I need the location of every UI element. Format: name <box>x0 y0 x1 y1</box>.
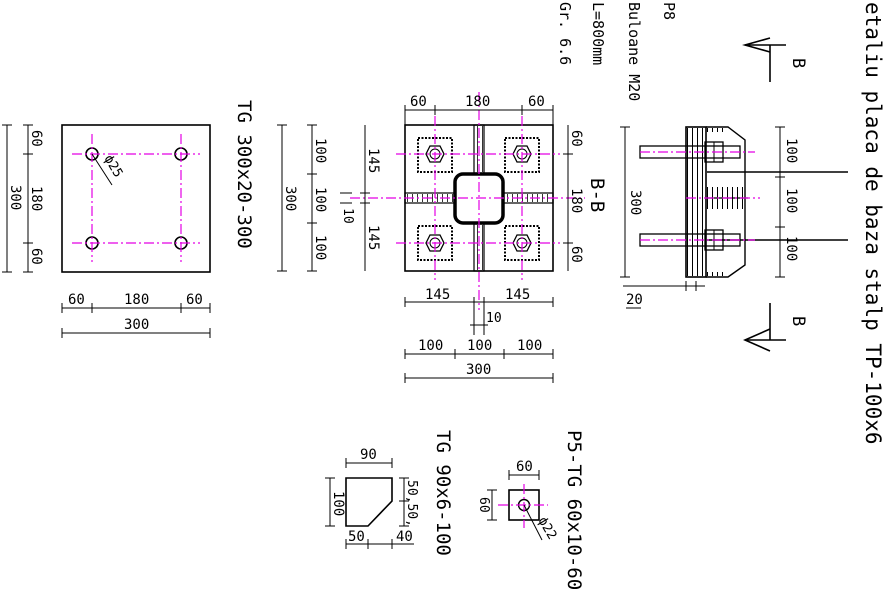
rib-label: TG 90x6-100 <box>432 430 454 556</box>
rib-detail <box>345 477 393 527</box>
svg-text:60: 60 <box>568 130 584 147</box>
svg-text:145: 145 <box>425 287 450 303</box>
svg-text:Gr. 6.6: Gr. 6.6 <box>556 2 574 65</box>
plan-dimensions: 60 180 60 60 180 60 100 100 100 300 145 … <box>277 94 584 383</box>
svg-text:300: 300 <box>627 190 643 215</box>
svg-text:145: 145 <box>505 287 530 303</box>
svg-text:100: 100 <box>418 338 443 354</box>
svg-text:etaliu placa de baza stalp TP-: etaliu placa de baza stalp TP-100x6 <box>861 2 885 445</box>
rib-dimensions: 90 100 50,50, 50 40 <box>325 447 419 549</box>
svg-text:60: 60 <box>28 248 44 265</box>
svg-text:60: 60 <box>528 94 545 110</box>
svg-text:60: 60 <box>410 94 427 110</box>
svg-text:100: 100 <box>783 188 799 213</box>
svg-text:60: 60 <box>516 459 533 475</box>
svg-text:B: B <box>788 58 808 68</box>
svg-text:100: 100 <box>517 338 542 354</box>
base-plate-plan <box>350 92 585 310</box>
svg-text:TG 90x6-100: TG 90x6-100 <box>432 430 454 556</box>
svg-text:300: 300 <box>282 186 298 211</box>
svg-text:180: 180 <box>28 186 44 211</box>
svg-text:180: 180 <box>568 188 584 213</box>
svg-text:100: 100 <box>312 187 328 212</box>
svg-text:B-B: B-B <box>586 178 608 212</box>
svg-text:145: 145 <box>365 225 381 250</box>
column-base-section <box>639 126 848 278</box>
svg-text:P8: P8 <box>660 2 678 20</box>
washer-dimensions: 60 60 <box>476 459 540 521</box>
svg-text:100: 100 <box>783 138 799 163</box>
section-title: B-B <box>586 178 608 212</box>
svg-text:ϕ25: ϕ25 <box>101 153 126 181</box>
svg-text:40: 40 <box>396 529 413 545</box>
svg-text:180: 180 <box>124 292 149 308</box>
svg-text:60: 60 <box>68 292 85 308</box>
section-marker-top: B <box>742 37 808 82</box>
section-dimensions: 100 100 100 300 20 <box>620 126 799 309</box>
svg-text:50: 50 <box>348 529 365 545</box>
svg-text:100: 100 <box>467 338 492 354</box>
svg-text:300: 300 <box>124 317 149 333</box>
svg-text:145: 145 <box>365 148 381 173</box>
drawing-title: etaliu placa de baza stalp TP-100x6 <box>861 2 885 445</box>
svg-text:90: 90 <box>360 447 377 463</box>
svg-text:100: 100 <box>312 235 328 260</box>
svg-text:60: 60 <box>568 246 584 263</box>
plate-dimensions: 60 180 60 300 60 180 60 300 <box>2 124 211 338</box>
svg-text:60: 60 <box>476 497 491 513</box>
svg-text:P5-TG 60x10-60: P5-TG 60x10-60 <box>563 430 585 590</box>
svg-text:B: B <box>788 316 808 326</box>
svg-text:10: 10 <box>486 311 502 326</box>
plate-label: TG 300x20-300 <box>233 100 255 249</box>
svg-text:100: 100 <box>312 138 328 163</box>
svg-text:TG 300x20-300: TG 300x20-300 <box>233 100 255 249</box>
washer-detail: ϕ22 <box>498 484 559 542</box>
svg-text:20: 20 <box>626 292 643 308</box>
svg-text:100: 100 <box>330 491 346 516</box>
plate-detail: ϕ25 <box>61 124 211 273</box>
svg-text:100: 100 <box>783 236 799 261</box>
bolt-notes: P8 Buloane M20 L=800mm Gr. 6.6 <box>556 2 678 101</box>
svg-text:L=800mm: L=800mm <box>589 2 607 65</box>
svg-text:Buloane M20: Buloane M20 <box>625 2 643 101</box>
svg-text:300: 300 <box>7 185 23 210</box>
svg-text:10: 10 <box>340 208 355 224</box>
svg-text:180: 180 <box>465 94 490 110</box>
section-marker-bottom: B <box>743 303 808 352</box>
svg-text:50,50,: 50,50, <box>404 480 419 527</box>
svg-text:60: 60 <box>28 130 44 147</box>
svg-text:300: 300 <box>466 362 491 378</box>
washer-label: P5-TG 60x10-60 <box>563 430 585 590</box>
svg-text:60: 60 <box>186 292 203 308</box>
